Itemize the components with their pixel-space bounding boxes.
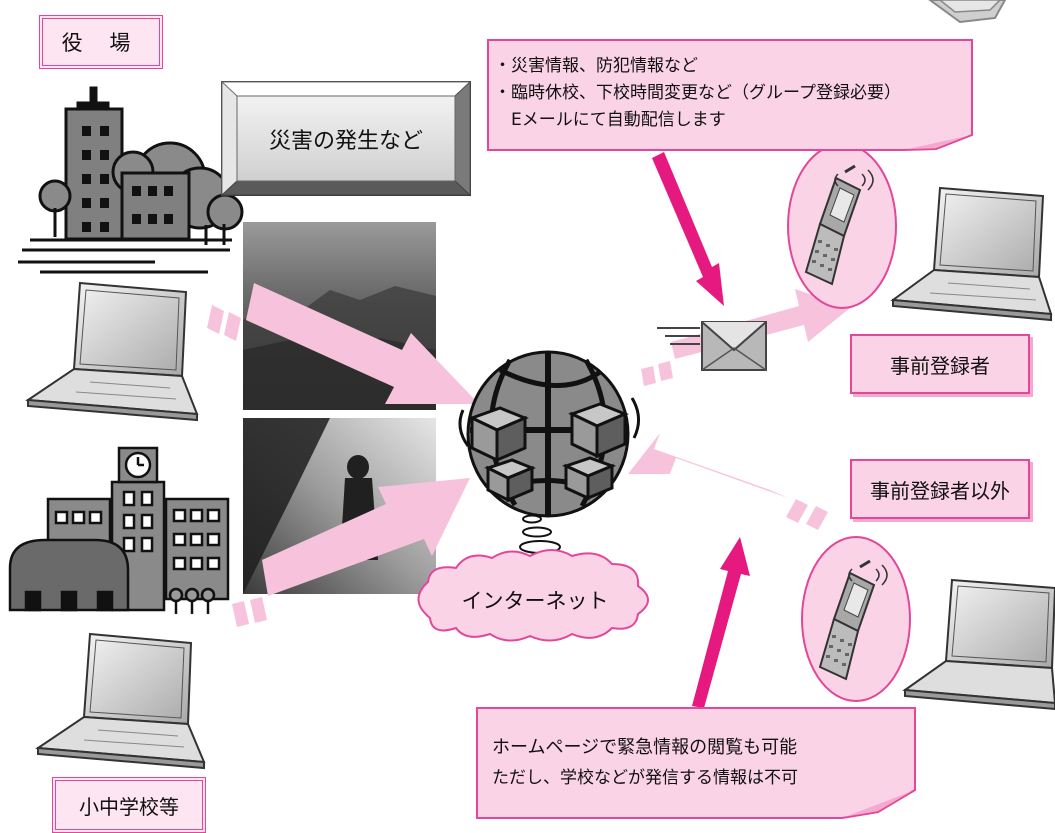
disaster-sign-board: [220, 80, 472, 197]
email-delivery-note-bubble: [487, 39, 973, 151]
homepage-note-bubble: [476, 707, 916, 819]
building-icon: [18, 86, 244, 274]
envelope-icon: [657, 321, 767, 371]
unregistered-users-label: 事前登録者以外: [850, 459, 1030, 519]
laptop-icon-registered: [890, 186, 1053, 322]
mobile-phone-icon-registered: [787, 143, 897, 309]
laptop-icon-townhall: [25, 281, 199, 422]
town-hall-label: 役 場: [39, 15, 163, 69]
email-delivery-note-line: ・臨時休校、下校時間変更など（グループ登録必要）: [494, 83, 901, 103]
email-delivery-note-line: ・災害情報、防犯情報など: [494, 56, 698, 76]
laptop-icon-unregistered: [902, 578, 1055, 711]
globe-network-icon: [458, 350, 640, 554]
cloud-icon: [417, 549, 649, 642]
schools-label: 小中学校等: [52, 777, 206, 833]
laptop-icon-schools: [35, 632, 206, 770]
arrow-townhall-to-internet: [207, 283, 479, 404]
homepage-note: ホームページで緊急情報の閲覧も可能 ただし、学校などが発信する情報は不可: [492, 733, 902, 793]
school-icon: [8, 446, 230, 614]
internet-label: インターネット: [461, 589, 609, 613]
corner-decoration: [928, 0, 1007, 24]
disaster-sign-label: 災害の発生など: [268, 128, 423, 154]
homepage-note-line: ただし、学校などが発信する情報は不可: [492, 768, 798, 788]
email-delivery-note: ・災害情報、防犯情報など ・臨時休校、下校時間変更など（グループ登録必要） Eメ…: [494, 53, 964, 134]
registered-users-label: 事前登録者: [850, 334, 1030, 394]
mobile-phone-icon-unregistered: [801, 536, 911, 702]
arrow-unregistered-to-internet: [628, 433, 828, 530]
email-delivery-note-line: Eメールにて自動配信します: [494, 110, 726, 130]
arrow-homepage-to-internet: [692, 537, 750, 708]
homepage-note-line: ホームページで緊急情報の閲覧も可能: [492, 737, 798, 758]
arrow-schools-to-internet: [232, 478, 470, 627]
arrow-email-to-envelope: [652, 152, 724, 306]
